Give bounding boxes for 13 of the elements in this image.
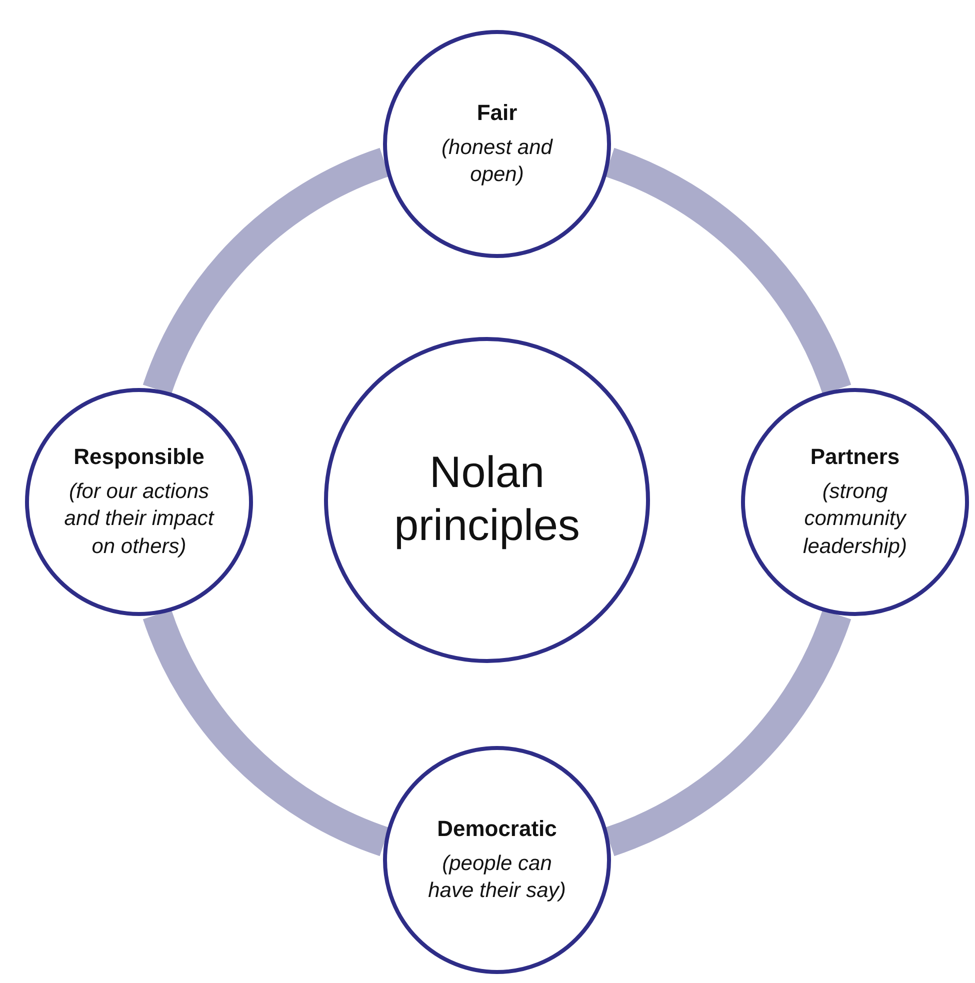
principle-description: (for our actions and their impact on others) <box>64 479 214 560</box>
principle-description: (strong community leadership) <box>802 479 908 560</box>
ring-band <box>143 609 390 856</box>
principle-heading: Responsible <box>74 444 204 470</box>
ring-band <box>143 148 390 395</box>
principle-heading: Fair <box>476 100 518 126</box>
ring-band <box>604 148 851 395</box>
ring-band <box>604 609 851 856</box>
principle-description: (people can have their say) <box>427 850 567 904</box>
principle-heading: Democratic <box>437 816 557 842</box>
principle-description: (honest and open) <box>440 134 554 188</box>
principle-heading: Partners <box>810 444 900 470</box>
title-text: Nolan principles <box>393 447 581 552</box>
